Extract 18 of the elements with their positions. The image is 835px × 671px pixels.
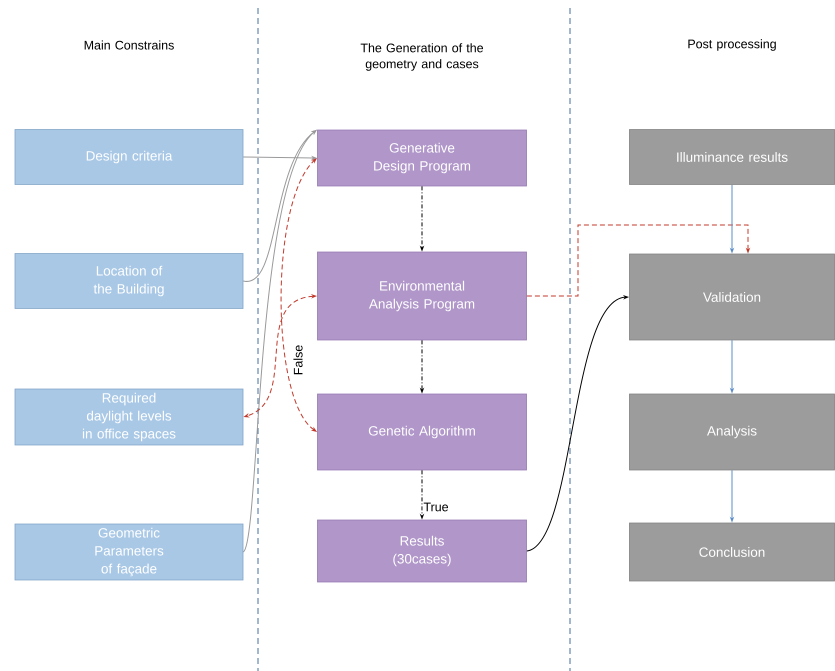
- constraint-box: Design criteria: [14, 129, 244, 185]
- process-box: Genetic Algorithm: [317, 394, 527, 470]
- column-heading: Post processing: [688, 39, 776, 51]
- constraint-box: Location of the Building: [14, 253, 244, 309]
- process-box: Generative Design Program: [317, 130, 527, 186]
- constraint-box: Geometric Parameters of façade: [14, 524, 244, 580]
- post-processing-box: Validation: [629, 254, 835, 340]
- edge-label: True: [422, 502, 450, 512]
- arrow: [526, 224, 750, 296]
- post-processing-box: Illuminance results: [629, 129, 835, 185]
- constraint-box: Required daylight levels in office spaces: [14, 388, 244, 446]
- post-processing-box: Analysis: [629, 394, 835, 470]
- column-heading: The Generation of the geometry and cases: [360, 43, 484, 71]
- column-heading: Main Constrains: [84, 40, 174, 50]
- edge-label: False: [292, 344, 304, 376]
- process-box: Environmental Analysis Program: [317, 252, 527, 340]
- post-processing-box: Conclusion: [629, 522, 835, 582]
- process-box: Results (30cases): [317, 520, 527, 582]
